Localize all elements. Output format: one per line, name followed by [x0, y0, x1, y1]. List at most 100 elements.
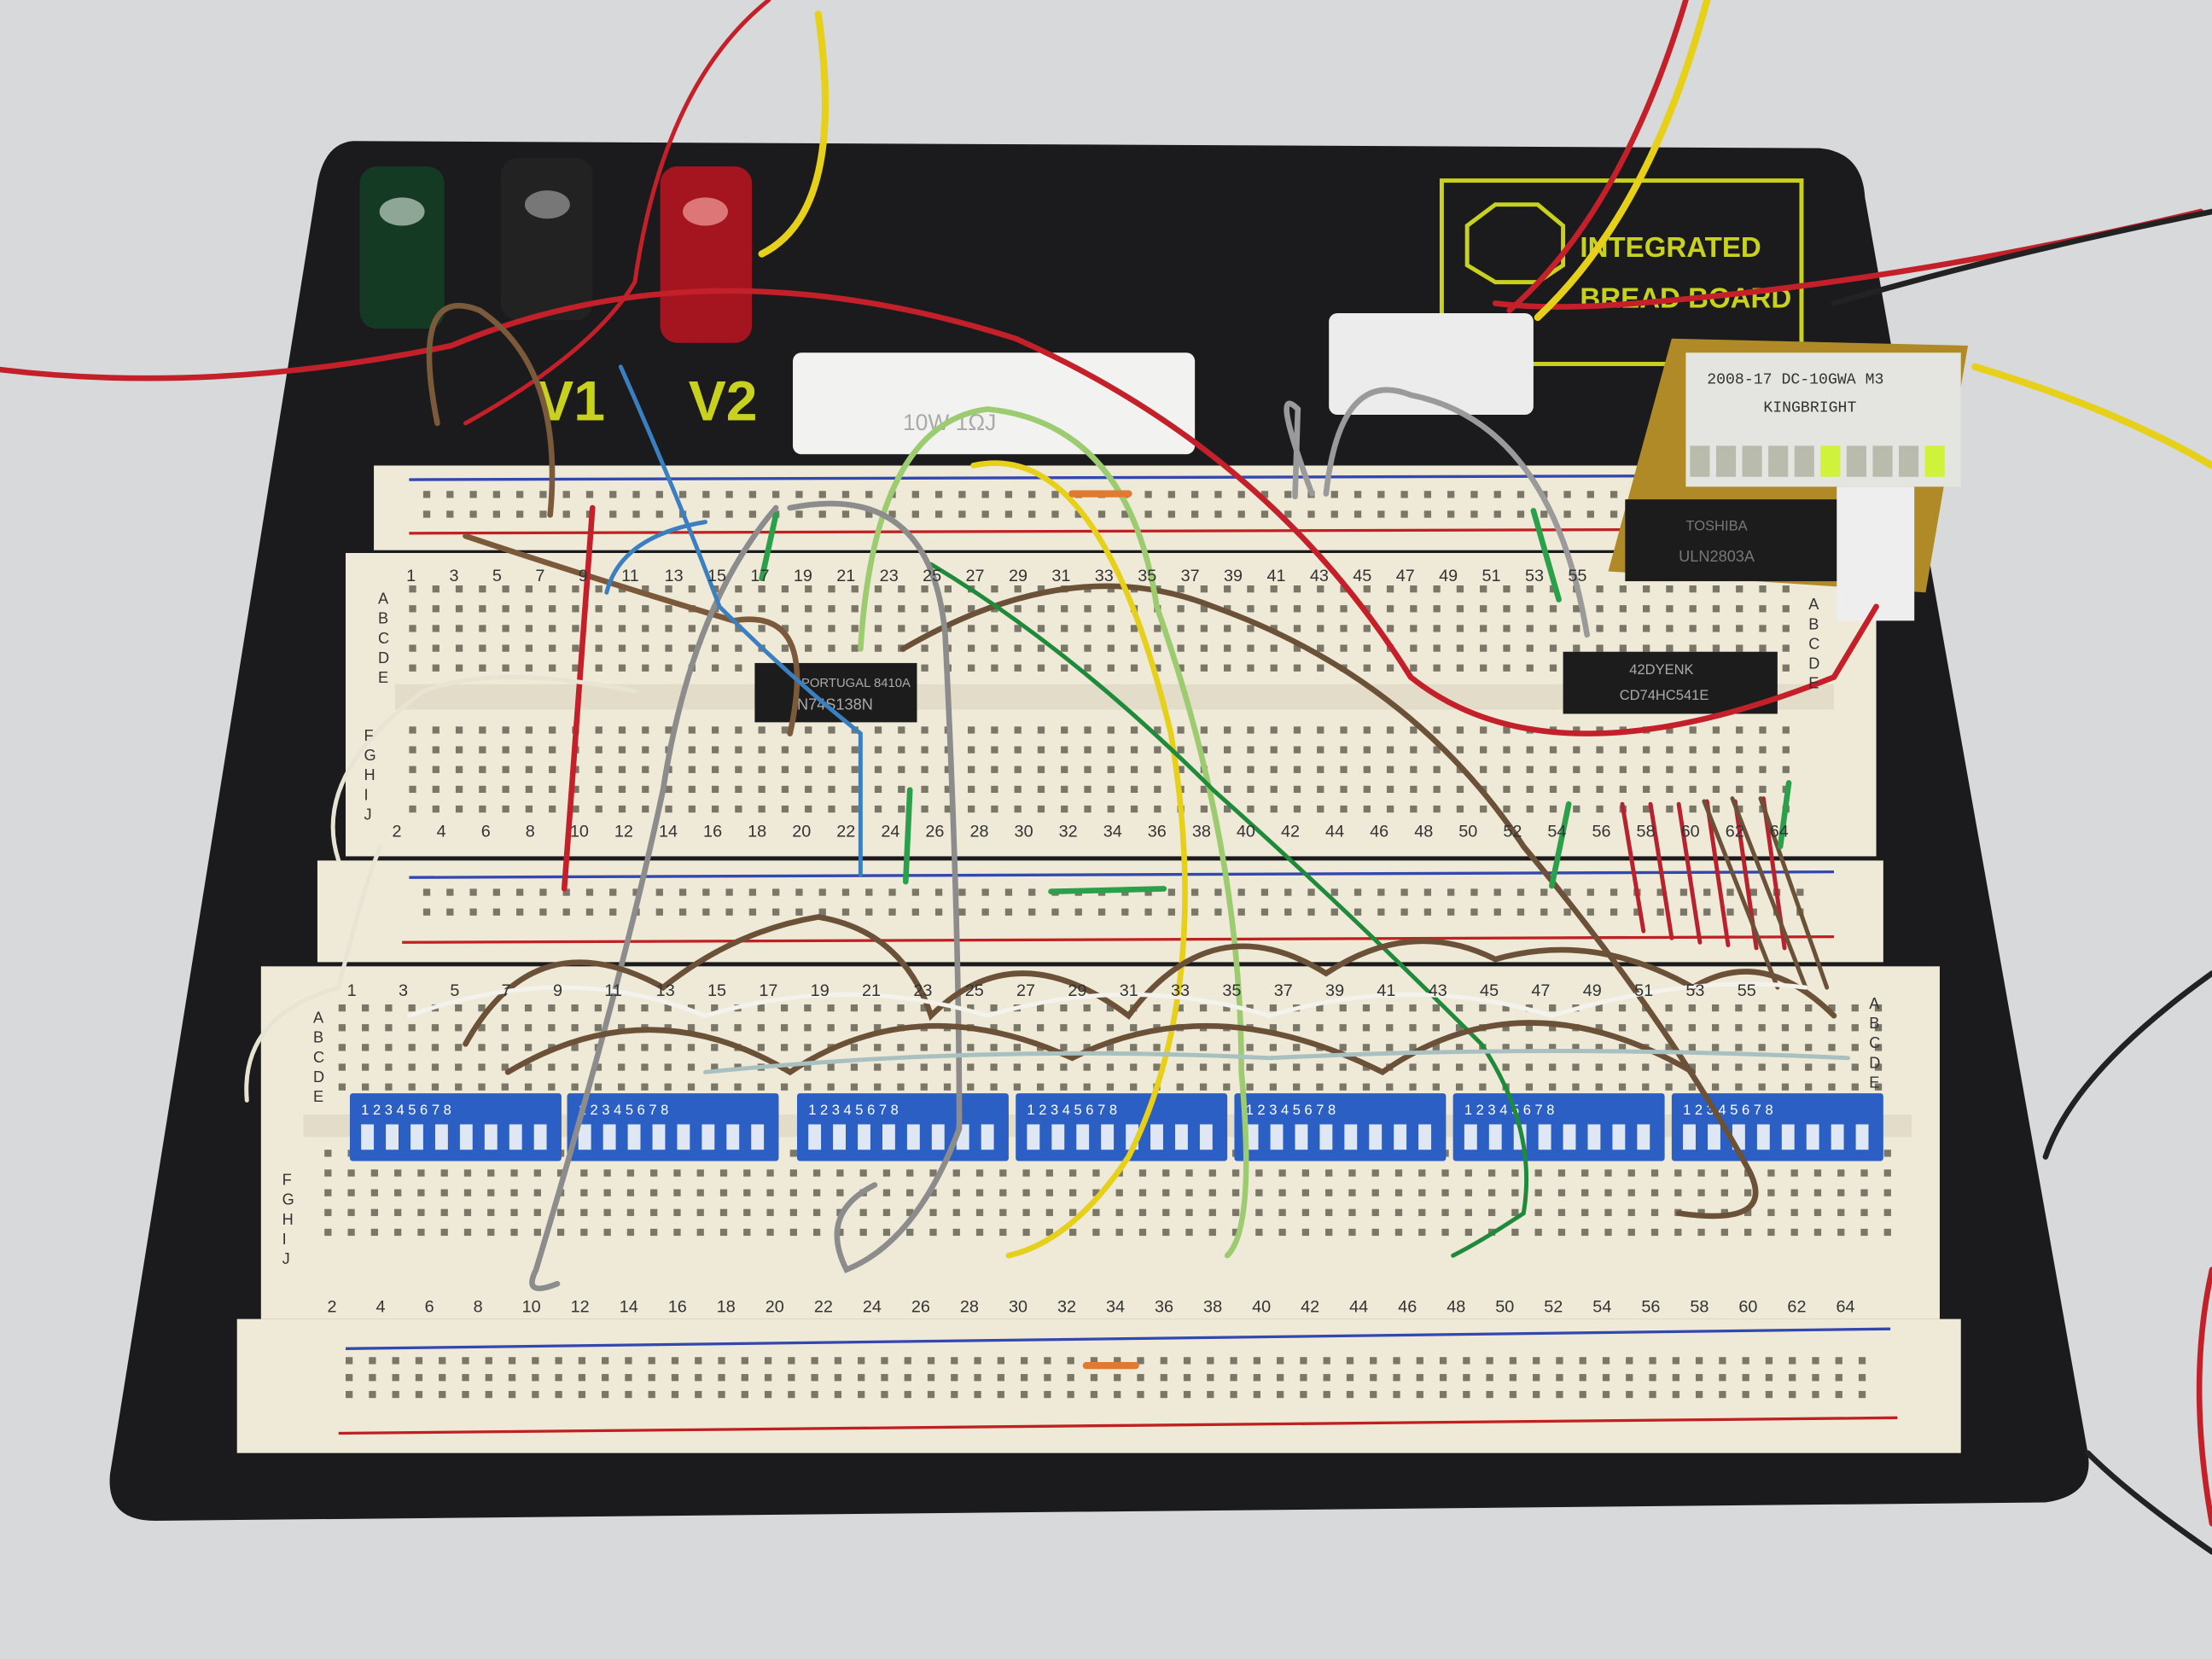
dip-toggle[interactable] [578, 1124, 591, 1150]
v1-post[interactable] [500, 158, 593, 321]
hole [1782, 765, 1790, 773]
column-number: 41 [1266, 567, 1285, 585]
dip-switch: 1 2 3 4 5 6 7 8 [349, 1093, 562, 1161]
dip-toggle[interactable] [751, 1124, 765, 1150]
dip-toggle[interactable] [533, 1124, 547, 1150]
hole [1790, 1169, 1798, 1177]
dip-toggle[interactable] [627, 1124, 641, 1150]
dip-toggle[interactable] [1027, 1124, 1040, 1150]
row-letter: C [313, 1049, 324, 1066]
hole [1060, 1004, 1068, 1012]
dip-toggle[interactable] [1418, 1124, 1432, 1150]
hole [1720, 1228, 1728, 1237]
hole [743, 1189, 751, 1196]
dip-toggle[interactable] [1563, 1124, 1576, 1150]
row-letter: C [378, 630, 389, 647]
hole [1447, 908, 1455, 916]
dip-toggle[interactable] [652, 1124, 666, 1150]
dip-toggle[interactable] [1319, 1124, 1333, 1150]
dip-toggle[interactable] [677, 1124, 690, 1150]
orange-jumpers [1068, 490, 1139, 1370]
dip-toggle[interactable] [1831, 1124, 1844, 1150]
dip-toggle[interactable] [1756, 1124, 1770, 1150]
dip-toggle[interactable] [931, 1124, 945, 1150]
hole [1627, 1228, 1635, 1237]
dip-toggle[interactable] [1612, 1124, 1626, 1150]
dip-toggle[interactable] [361, 1124, 375, 1150]
hole [347, 1169, 355, 1177]
column-number: 1 [406, 567, 416, 585]
dip-toggle[interactable] [981, 1124, 994, 1150]
hole [492, 510, 501, 518]
dip-toggle[interactable] [1488, 1124, 1502, 1150]
dip-toggle[interactable] [1369, 1124, 1382, 1150]
column-number: 11 [604, 981, 622, 1000]
dip-toggle[interactable] [1295, 1124, 1308, 1150]
hole [1697, 1228, 1705, 1237]
hole [1719, 1390, 1726, 1399]
dip-toggle[interactable] [484, 1124, 498, 1150]
dip-toggle[interactable] [509, 1124, 522, 1150]
hole [1130, 726, 1138, 734]
dip-toggle[interactable] [833, 1124, 847, 1150]
dip-toggle[interactable] [882, 1124, 895, 1150]
dip-toggle[interactable] [1806, 1124, 1819, 1150]
dip-toggle[interactable] [1175, 1124, 1188, 1150]
ground-post[interactable] [359, 166, 445, 329]
hole [463, 1208, 472, 1216]
dip-toggle[interactable] [1199, 1124, 1213, 1150]
column-number: 22 [836, 822, 855, 841]
hole [1480, 585, 1487, 593]
dip-toggle[interactable] [1708, 1124, 1720, 1150]
dip-toggle[interactable] [1344, 1124, 1358, 1150]
dip-toggle[interactable] [906, 1124, 920, 1150]
dip-toggle[interactable] [1394, 1124, 1407, 1150]
hole [1805, 1044, 1813, 1051]
dip-toggle[interactable] [1855, 1124, 1869, 1150]
hole [1301, 1189, 1310, 1196]
hole [1703, 888, 1711, 896]
hole [1400, 491, 1408, 498]
hole [1410, 746, 1417, 754]
hole [999, 1208, 1007, 1216]
hole [1231, 1208, 1240, 1216]
dip-toggle[interactable] [1781, 1124, 1795, 1150]
dip-toggle[interactable] [1076, 1124, 1090, 1150]
dip-toggle[interactable] [1464, 1124, 1477, 1150]
dip-toggle[interactable] [386, 1124, 399, 1150]
dip-toggle[interactable] [1683, 1124, 1696, 1150]
dip-toggle[interactable] [858, 1124, 870, 1150]
dip-toggle[interactable] [1538, 1124, 1551, 1150]
dip-toggle[interactable] [434, 1124, 448, 1150]
dip-toggle[interactable] [459, 1124, 473, 1150]
hole [906, 1169, 914, 1177]
dip-toggle[interactable] [1051, 1124, 1065, 1150]
dip-toggle[interactable] [1270, 1124, 1284, 1150]
hole [1061, 726, 1068, 734]
hole [1386, 785, 1394, 794]
dip-toggle[interactable] [701, 1124, 715, 1150]
dip-toggle[interactable] [1587, 1124, 1601, 1150]
dip-toggle[interactable] [726, 1124, 740, 1150]
hole [1828, 1044, 1836, 1051]
hole [1270, 805, 1278, 813]
hole [1067, 1390, 1074, 1399]
dip-toggle[interactable] [1101, 1124, 1115, 1150]
hole [688, 726, 696, 734]
hole [1255, 1189, 1263, 1196]
hole [1363, 726, 1371, 734]
dip-toggle[interactable] [1245, 1124, 1259, 1150]
hole [1223, 1044, 1231, 1051]
dip-toggle[interactable] [410, 1124, 423, 1150]
column-number: 16 [668, 1297, 687, 1316]
dip-toggle[interactable] [808, 1124, 822, 1150]
hole [1789, 1357, 1796, 1365]
column-number: 54 [1592, 1297, 1611, 1316]
hole [673, 1228, 681, 1237]
hole [338, 1044, 346, 1051]
dip-toggle[interactable] [1150, 1124, 1163, 1150]
hole [1061, 625, 1068, 632]
dip-toggle[interactable] [602, 1124, 616, 1150]
dip-toggle[interactable] [1637, 1124, 1650, 1150]
v2-post[interactable] [660, 166, 753, 343]
